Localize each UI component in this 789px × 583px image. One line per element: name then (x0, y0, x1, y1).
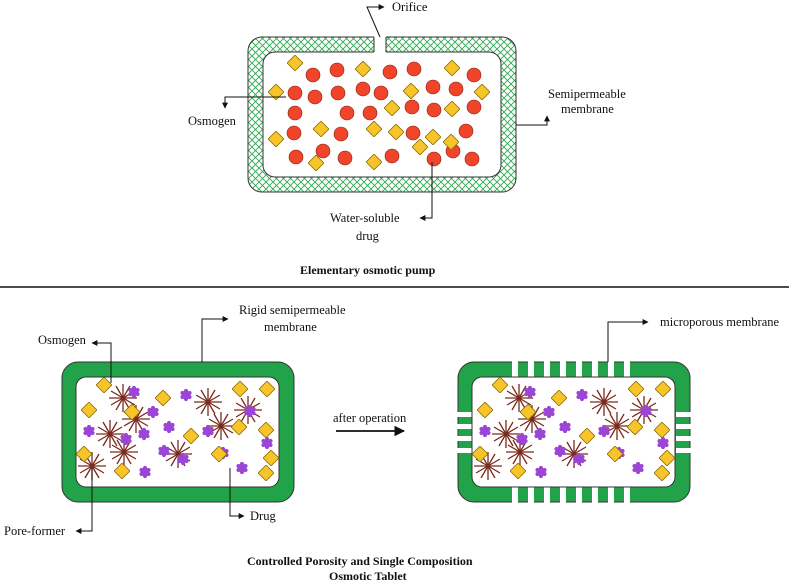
semipermeable-leader (516, 115, 550, 126)
osmogen-particle (337, 150, 353, 166)
osmogen-particle (286, 125, 302, 141)
orifice-leader (366, 4, 385, 38)
osmogen-particle (448, 81, 464, 97)
porosity-caption-line1: Controlled Porosity and Single Compositi… (247, 554, 473, 568)
osmogen-particle (288, 149, 304, 165)
elementary-pump-caption: Elementary osmotic pump (300, 263, 436, 277)
rigid-membrane-label-line1: Rigid semipermeable (239, 303, 346, 317)
osmogen-particle (333, 126, 349, 142)
microporous-label: microporous membrane (660, 315, 780, 329)
red-particles (286, 61, 482, 167)
orifice-label: Orifice (392, 0, 428, 14)
osmogen-particle (307, 89, 323, 105)
osmogen-particle (373, 85, 389, 101)
porosity-caption-line2: Osmotic Tablet (329, 569, 407, 583)
water-soluble-label-line1: Water-soluble (330, 211, 400, 225)
microporous-leader (607, 319, 649, 362)
drug-label: Drug (250, 509, 276, 523)
osmogen-particle (355, 81, 371, 97)
membrane-pores (457, 361, 692, 503)
rigid-membrane-label-line2: membrane (264, 320, 317, 334)
rigid-membrane-leader (201, 316, 229, 362)
osmogen-particle (362, 105, 378, 121)
drug-leader (229, 468, 245, 519)
osmogen-particle (315, 143, 331, 159)
osmogen-particle (329, 62, 345, 78)
osmogen-particle (330, 85, 346, 101)
osmogen-particle (464, 151, 480, 167)
semipermeable-label-line2: membrane (561, 102, 614, 116)
after-operation-label: after operation (333, 411, 407, 425)
osmogen-particle (426, 102, 442, 118)
tablet-before: Rigid semipermeable membrane Osmogen Por… (4, 303, 346, 538)
osmogen-particle (425, 79, 441, 95)
osmogen-particle (382, 64, 398, 80)
osmogen-particle (404, 99, 420, 115)
osmogen-leader (222, 96, 286, 109)
elementary-pump-diagram: Orifice Semipermeable membrane Osmogen W… (188, 0, 626, 277)
pore-former-leader (75, 468, 93, 534)
osmogen-particle (466, 67, 482, 83)
osmogen-particle (287, 85, 303, 101)
osmogen-particle (287, 105, 303, 121)
osmogen-particle (339, 105, 355, 121)
after-operation: after operation (333, 411, 407, 437)
osmogen-particle (384, 148, 400, 164)
osmogen-label-bottom: Osmogen (38, 333, 87, 347)
pore-former-label: Pore-former (4, 524, 66, 538)
orifice-gap (374, 36, 386, 53)
osmogen-label-top: Osmogen (188, 114, 237, 128)
osmogen-particle (406, 61, 422, 77)
osmogen-leader-bottom (91, 340, 112, 383)
osmogen-particle (426, 151, 442, 167)
osmogen-particle (305, 67, 321, 83)
osmogen-particle (466, 99, 482, 115)
tablet-after: microporous membrane (457, 315, 780, 503)
water-soluble-label-line2: drug (356, 229, 380, 243)
osmogen-particle (405, 125, 421, 141)
semipermeable-label-line1: Semipermeable (548, 87, 626, 101)
osmogen-particle (458, 123, 474, 139)
water-soluble-leader (419, 162, 433, 221)
